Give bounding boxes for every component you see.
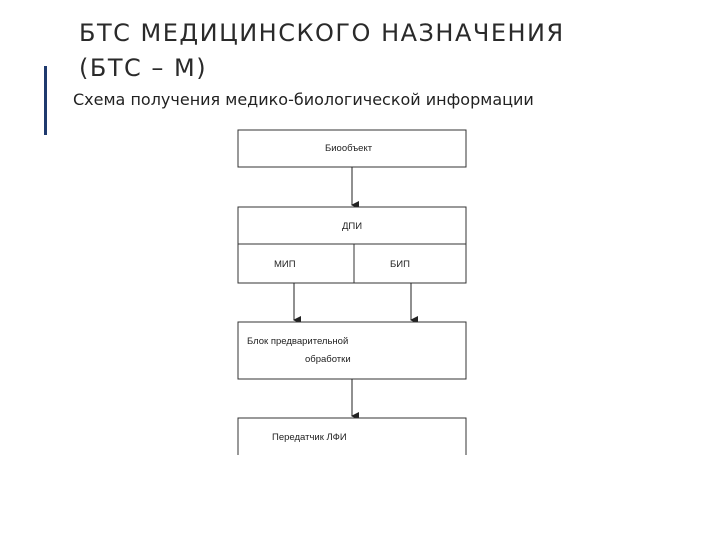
bip-box <box>353 243 467 284</box>
dpi-label: ДПИ <box>342 221 362 232</box>
mip-box <box>237 243 355 284</box>
preprocessing-box <box>237 321 467 380</box>
preprocessing-label-line1: Блок предварительной <box>247 336 348 347</box>
bip-node: БИП <box>353 243 467 284</box>
title-accent-bar <box>44 66 47 135</box>
bip-label: БИП <box>390 259 410 270</box>
bioobject-node: Биообъект <box>237 129 467 168</box>
preprocessing-node: Блок предварительной обработки <box>237 321 467 380</box>
slide-subtitle: Схема получения медико-биологической инф… <box>73 90 534 109</box>
mip-node: МИП <box>237 243 355 284</box>
transmitter-label: Передатчик ЛФИ <box>272 432 347 443</box>
mip-label: МИП <box>274 259 296 270</box>
transmitter-node: Передатчик ЛФИ <box>237 417 467 455</box>
slide-title-line-1: БТС МЕДИЦИНСКОГО НАЗНАЧЕНИЯ <box>79 19 565 47</box>
dpi-node: ДПИ <box>237 206 467 245</box>
preprocessing-label-line2: обработки <box>305 354 351 365</box>
slide-title-line-2: (БТС – М) <box>79 54 208 82</box>
bioobject-box <box>237 129 467 168</box>
transmitter-box <box>237 417 467 455</box>
bioobject-label: Биообъект <box>325 143 373 154</box>
